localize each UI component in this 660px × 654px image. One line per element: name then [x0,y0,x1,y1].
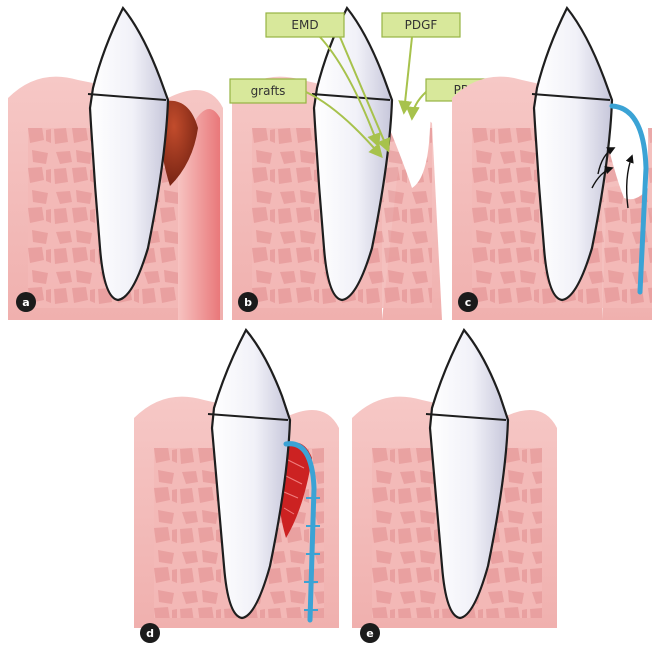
svg-text:a: a [22,296,29,309]
panel-label-e: e [360,623,380,643]
panel-label-d: d [140,623,160,643]
callout-pdgf-text: PDGF [405,18,438,32]
callout-emd: EMD [266,13,344,37]
svg-text:b: b [244,296,252,309]
svg-text:e: e [366,627,373,640]
svg-text:d: d [146,627,154,640]
panel-c [452,8,652,320]
panel-d [134,330,339,628]
callout-pdgf: PDGF [382,13,460,37]
callout-grafts: grafts [230,79,306,103]
panel-a [8,8,223,320]
svg-text:c: c [465,296,472,309]
callout-grafts-text: grafts [251,84,286,98]
panel-e [352,330,557,628]
panel-label-c: c [458,292,478,312]
callout-emd-text: EMD [291,18,318,32]
panel-label-a: a [16,292,36,312]
panel-label-b: b [238,292,258,312]
